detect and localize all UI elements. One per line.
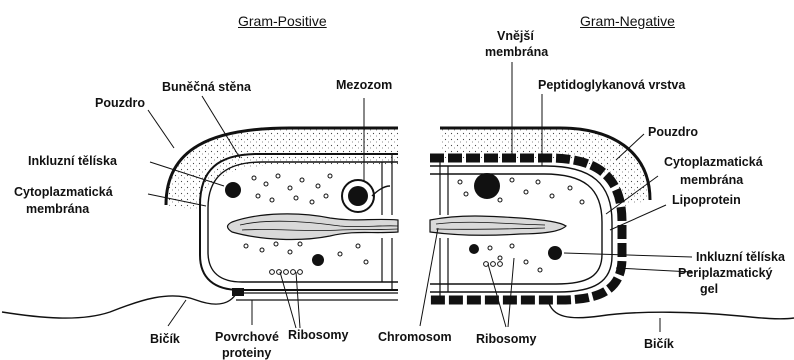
label-periplazmaticky-1: Periplazmatický <box>678 266 773 280</box>
chromosome-left <box>228 214 399 240</box>
label-cytoplazmaticka-right-2: membrána <box>680 173 743 187</box>
inclusion-body-right <box>548 246 562 260</box>
label-povrchove-2: proteiny <box>222 346 271 360</box>
surface-protein-layer <box>236 293 398 300</box>
label-periplazmaticky-2: gel <box>700 282 718 296</box>
label-mezozom: Mezozom <box>336 78 392 92</box>
label-chromosom: Chromosom <box>378 330 452 344</box>
label-bicik-right: Bičík <box>644 337 674 351</box>
label-povrchove-1: Povrchové <box>215 330 279 344</box>
label-pouzdro-left: Pouzdro <box>95 96 145 110</box>
heading-gram-negative: Gram-Negative <box>580 13 675 29</box>
label-bicik-left: Bičík <box>150 332 180 346</box>
label-inkluzni-right: Inkluzní tělíska <box>696 250 785 264</box>
label-vnejsi-1: Vnější <box>497 29 534 43</box>
label-peptidoglykan: Peptidoglykanová vrstva <box>538 78 685 92</box>
label-ribosomy-right: Ribosomy <box>476 332 536 346</box>
heading-gram-positive: Gram-Positive <box>238 13 327 29</box>
label-pouzdro-right: Pouzdro <box>648 125 698 139</box>
label-ribosomy-left: Ribosomy <box>288 328 348 342</box>
label-vnejsi-2: membrána <box>485 45 548 59</box>
label-lipoprotein: Lipoprotein <box>672 193 741 207</box>
flagellum-right <box>548 300 794 319</box>
label-inkluzni-left: Inkluzní tělíska <box>28 154 117 168</box>
label-cytoplazmaticka-left-2: membrána <box>26 202 89 216</box>
flagellum-left <box>2 290 238 318</box>
label-cytoplazmaticka-right-1: Cytoplazmatická <box>664 155 763 169</box>
label-cytoplazmaticka-left-1: Cytoplazmatická <box>14 185 113 199</box>
chromosome-right <box>430 216 566 235</box>
label-bunecna-stena: Buněčná stěna <box>162 80 251 94</box>
inclusion-body-left <box>225 182 241 198</box>
